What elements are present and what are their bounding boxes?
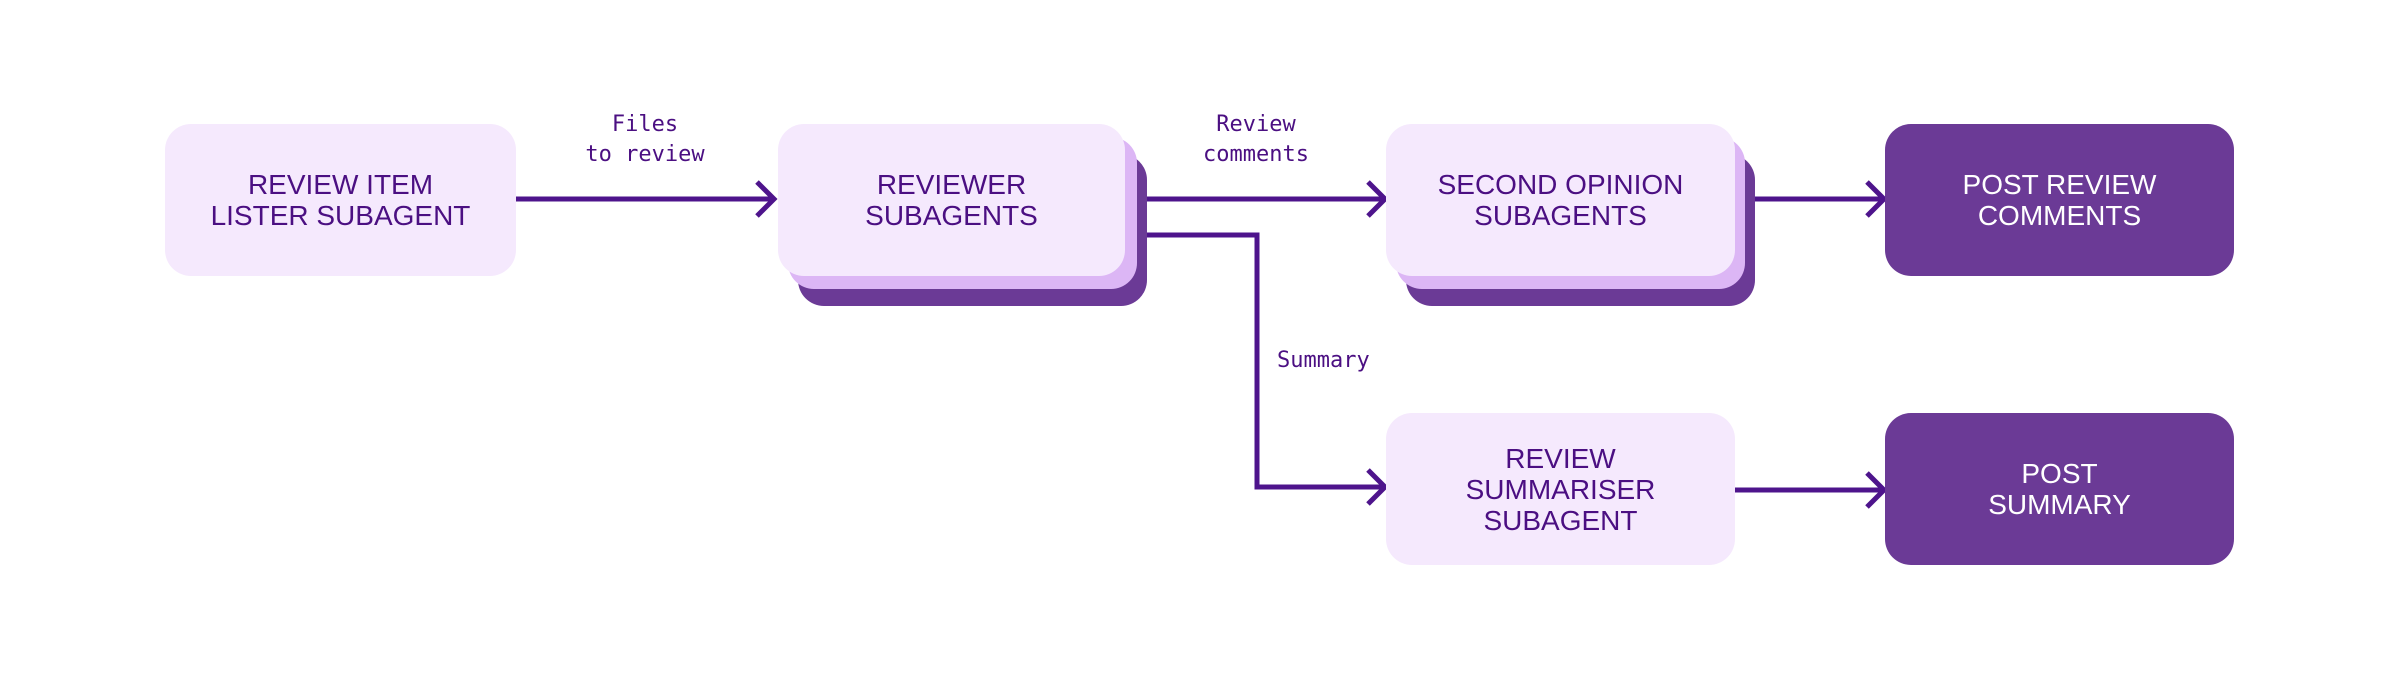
arrowhead-icon <box>755 180 778 218</box>
arrowhead-icon <box>1366 468 1389 506</box>
arrowhead-icon <box>1865 180 1888 218</box>
edge-reviewer-summariser <box>1125 232 1383 490</box>
edge-label-summary: Summary <box>1277 348 1370 373</box>
node-second-opinion-subagents: SECOND OPINION SUBAGENTS <box>1386 124 1735 276</box>
node-post-review-comments: POST REVIEW COMMENTS <box>1885 124 2234 276</box>
arrowhead-icon <box>1366 180 1389 218</box>
edge-label-files-to-review: Files to review <box>585 112 705 167</box>
arrowhead-icon <box>1865 471 1888 509</box>
node-reviewer-subagents: REVIEWER SUBAGENTS <box>778 124 1125 276</box>
edge-label-review-comments: Review comments <box>1203 112 1309 167</box>
node-review-item-lister: REVIEW ITEM LISTER SUBAGENT <box>165 124 516 276</box>
node-review-summariser-subagent: REVIEW SUMMARISER SUBAGENT <box>1386 413 1735 565</box>
node-post-summary: POST SUMMARY <box>1885 413 2234 565</box>
